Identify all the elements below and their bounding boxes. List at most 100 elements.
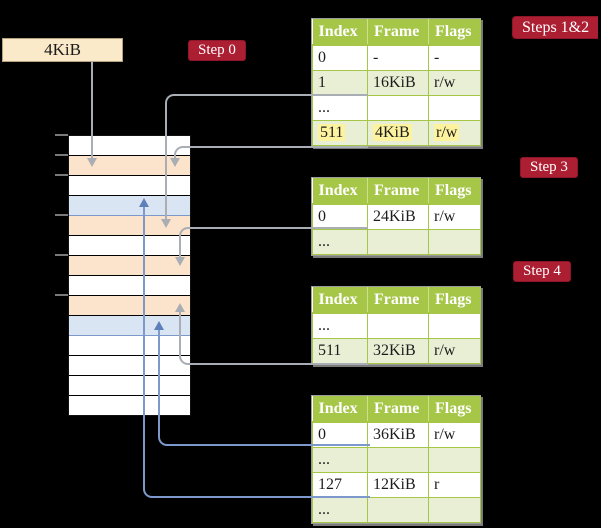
table-cell — [428, 95, 481, 121]
connector-table3-index511-to-frame-32kib — [179, 312, 368, 365]
table-cell: 16KiB — [367, 70, 429, 96]
table-cell: 1 — [312, 70, 368, 96]
highlighted-value: 511 — [318, 124, 346, 141]
memory-address-tick — [55, 214, 68, 216]
table-header-cell: Flags — [428, 287, 481, 314]
memory-frame-row-peach — [69, 256, 190, 276]
table-row: ... — [312, 312, 481, 339]
table-cell: 0 — [312, 44, 368, 71]
table-cell: ... — [312, 312, 368, 339]
table-cell: r/w — [428, 70, 481, 96]
table-cell: 32KiB — [367, 338, 429, 364]
table-cell: r/w — [428, 421, 481, 448]
frame-address-label-box: 4KiB — [2, 38, 123, 62]
memory-address-tick — [55, 154, 68, 156]
memory-frame-row-peach — [69, 216, 190, 236]
table-header-cell: Flags — [428, 19, 481, 46]
highlighted-value: r/w — [434, 124, 460, 141]
table-row: ... — [312, 229, 481, 255]
table-cell — [428, 312, 481, 339]
connector-table4-index0-to-frame-36kib — [158, 330, 370, 446]
table-header-cell: Flags — [428, 396, 481, 423]
table-header-cell: Index — [312, 396, 368, 423]
memory-frame-row-peach — [69, 156, 190, 176]
physical-memory-map — [68, 135, 191, 416]
table-cell — [428, 229, 481, 255]
table-cell — [367, 312, 429, 339]
table-cell: 4KiB — [367, 120, 429, 146]
memory-frame-row-peach — [69, 296, 190, 316]
table-header-cell: Frame — [367, 287, 429, 314]
table-row: ... — [312, 95, 481, 121]
table-cell: r/w — [428, 203, 481, 230]
connector-table2-index0-to-frame-24kib — [179, 227, 368, 260]
arrow-down-icon — [170, 158, 180, 167]
memory-address-tick — [55, 294, 68, 296]
table-cell: r — [428, 472, 481, 498]
table-header-cell: Index — [312, 287, 368, 314]
table-cell — [367, 447, 429, 473]
table-cell: ... — [312, 229, 368, 255]
table-cell — [367, 229, 429, 255]
table-header-cell: Frame — [367, 396, 429, 423]
connector-table4-index127-to-frame-12kib — [143, 207, 370, 498]
table-header-cell: Frame — [367, 19, 429, 46]
table-cell: ... — [312, 497, 368, 523]
table-cell: r/w — [428, 120, 481, 146]
steps-1-2-badge: Steps 1&2 — [512, 16, 599, 39]
table-cell — [428, 497, 481, 523]
memory-frame-row-white — [69, 236, 190, 256]
step-0-badge: Step 0 — [188, 40, 246, 61]
connector-table1-index1-to-frame-16kib — [165, 94, 368, 222]
memory-frame-row-white — [69, 136, 190, 156]
table-cell: - — [428, 44, 481, 71]
table-cell: - — [367, 44, 429, 71]
table-header-cell: Frame — [367, 178, 429, 205]
step-3-badge: Step 3 — [520, 157, 578, 178]
arrow-down-icon — [175, 257, 185, 266]
table-cell: 12KiB — [367, 472, 429, 498]
highlighted-value: 4KiB — [373, 124, 412, 141]
table-cell: r/w — [428, 338, 481, 364]
table-cell: 24KiB — [367, 203, 429, 230]
table-header-cell: Flags — [428, 178, 481, 205]
table-row: ... — [312, 497, 481, 523]
connector-table1-index511-to-frame-4kib — [174, 146, 368, 161]
memory-frame-row-white — [69, 176, 190, 196]
step-4-badge: Step 4 — [513, 261, 571, 282]
memory-frame-row-white — [69, 276, 190, 296]
table-cell: 511 — [312, 338, 368, 364]
memory-address-tick — [55, 134, 68, 136]
table-cell — [428, 447, 481, 473]
table-cell: 36KiB — [367, 421, 429, 448]
memory-address-tick — [55, 254, 68, 256]
table-header-cell: Index — [312, 19, 368, 46]
arrow-down-icon — [87, 158, 97, 167]
table-cell: 0 — [312, 203, 368, 230]
memory-address-tick — [55, 174, 68, 176]
table-cell: 127 — [312, 472, 368, 498]
memory-frame-row-blue — [69, 196, 190, 216]
arrow-up-icon — [139, 198, 149, 207]
arrow-up-icon — [175, 303, 185, 312]
arrow-up-icon — [154, 321, 164, 330]
connector-4kib-label-to-frame — [91, 61, 93, 159]
arrow-down-icon — [161, 219, 171, 228]
table-header-cell: Index — [312, 178, 368, 205]
table-row: 0-- — [312, 44, 481, 71]
table-cell — [367, 497, 429, 523]
table-cell — [367, 95, 429, 121]
